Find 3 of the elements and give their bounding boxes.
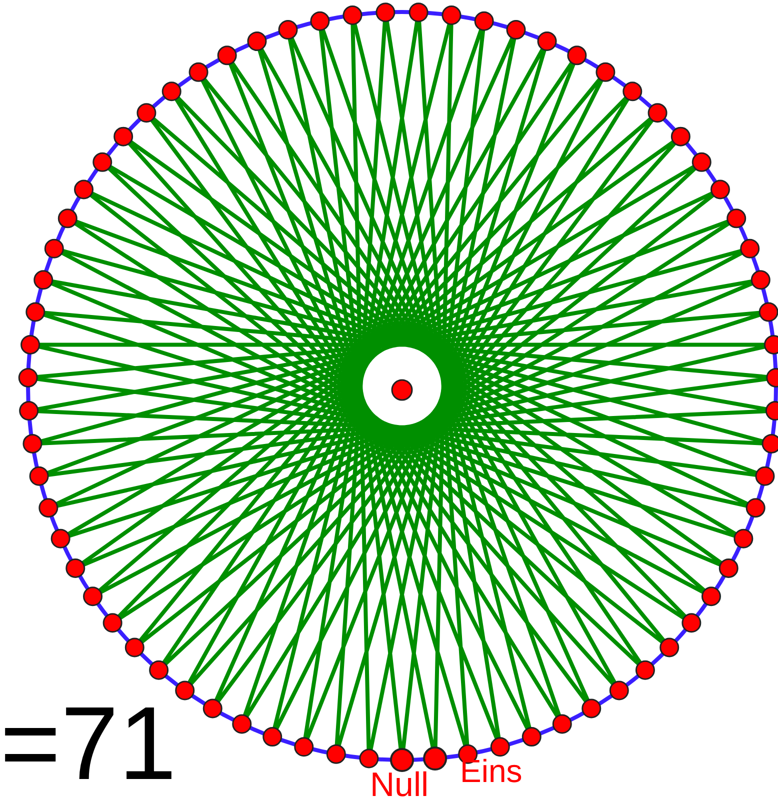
number-label: =71: [0, 692, 176, 796]
point-label: Null: [370, 768, 429, 802]
point-label: Eins: [460, 755, 522, 787]
